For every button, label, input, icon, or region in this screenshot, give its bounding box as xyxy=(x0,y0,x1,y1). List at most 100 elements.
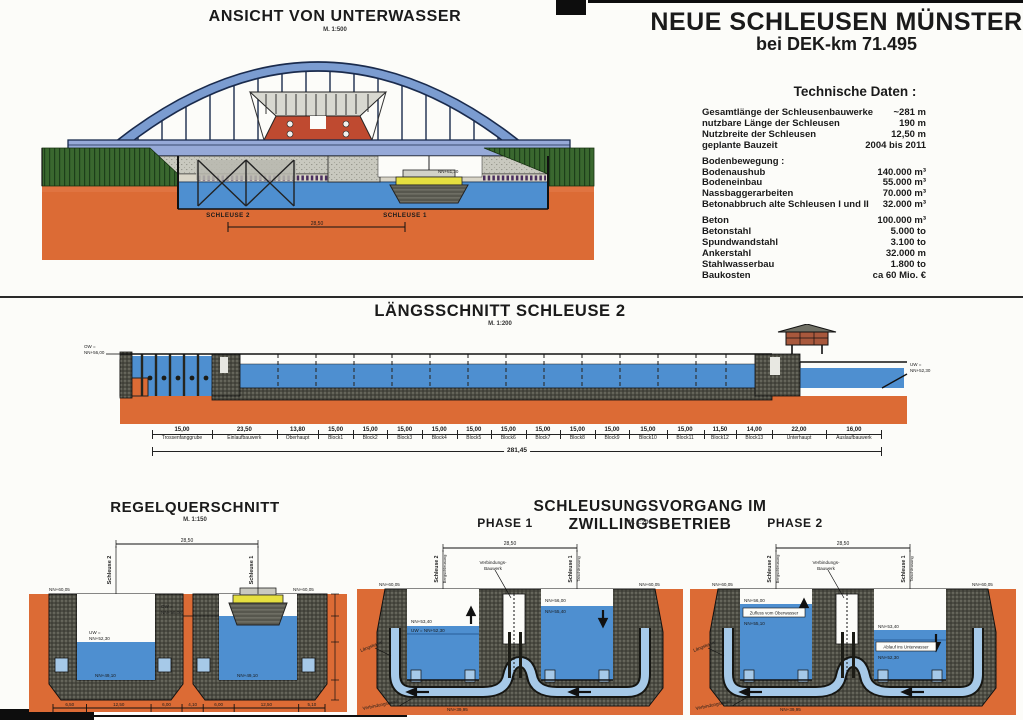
tech-label: Gesamtlänge der Schleusenbauwerke xyxy=(702,107,874,118)
elevation-labels: OW = NN+56,00 UW = NN+52,30 xyxy=(84,344,931,373)
uw-value: NN+52,30 xyxy=(910,368,931,373)
centre-pier xyxy=(327,155,381,183)
dim-label: Block2 xyxy=(362,435,378,441)
dim-value: 11,50 xyxy=(703,427,737,435)
tech-value: 32.000 m xyxy=(885,247,926,259)
boxed-labels: Zufluss vom Oberwasser Ablauf ins Unterw… xyxy=(742,607,937,652)
dim-label: Block13 xyxy=(745,435,764,441)
wall-right: NN+60,05 xyxy=(639,582,660,587)
tech-row: Gesamtlänge der Schleusenbauwerke~281 m xyxy=(702,107,926,119)
dim-value: 16,00 xyxy=(825,427,883,435)
inlet-structure xyxy=(119,351,209,399)
tech-label: Ankerstahl xyxy=(702,247,752,259)
label-schleuse-1: SCHLEUSE 1 xyxy=(383,212,427,219)
verbindung-label-2: Bauwerk xyxy=(817,566,836,571)
lvl-right-a: NN+53,40 xyxy=(878,624,899,629)
centrelines xyxy=(115,540,339,701)
label-schleuse-2: Schleuse 2 xyxy=(767,555,773,582)
connection-shaft xyxy=(494,569,526,680)
ansicht-elev-label: NN+61,30 xyxy=(438,169,459,174)
dim-value: 15,00 xyxy=(525,427,561,435)
label-schleuse-1-sub: Talschleusung xyxy=(576,556,581,581)
tech-value: 55.000 m³ xyxy=(882,177,926,189)
tech-value: 100.000 m³ xyxy=(877,215,926,227)
floor-elev: NN+39,95 xyxy=(780,707,801,712)
chamber1-water xyxy=(219,616,297,680)
laengsschnitt-scale: M. 1:200 xyxy=(488,321,512,327)
phase2-drawing: 28,50 Schleuse 2 Bergschleusung Schleuse… xyxy=(690,541,1016,715)
dim-value: 15,00 xyxy=(491,427,526,435)
longitudinal-culverts xyxy=(54,657,316,673)
tech-label: Nassbaggerarbeiten xyxy=(702,188,794,200)
ablauf-box: Ablauf ins Unterwasser xyxy=(883,645,929,650)
wall-left: NN+60,05 xyxy=(712,582,733,587)
connection-shaft xyxy=(827,569,859,680)
centrelines xyxy=(442,544,578,589)
tech-label: Baukosten xyxy=(702,269,751,281)
elevation-labels: NN+60,05 NN+60,05 OW = NN+56,00 UW = NN+… xyxy=(49,587,314,678)
scan-artifact-bottom-bar xyxy=(0,709,94,720)
tech-row: Bodenbewegung : xyxy=(702,156,926,168)
dim-label: Block10 xyxy=(639,435,657,441)
dim-value: 15,00 xyxy=(629,427,667,435)
verbindung-label-1: Verbindungs- xyxy=(479,560,507,565)
bottom-dim-value: 12,50 xyxy=(261,702,273,707)
label-schleuse-2: Schleuse 2 xyxy=(107,556,113,585)
lvl-left-b: UW = NN+52,30 xyxy=(411,628,445,633)
elev-wall-left: NN+60,05 xyxy=(49,587,70,592)
tech-label: nutzbare Länge der Schleusen xyxy=(702,117,840,129)
chamber-edges xyxy=(41,148,549,210)
ansicht-drawing: NN+61,30 SCHLEUSE 2 SCHLEUSE 1 28,50 xyxy=(41,61,595,260)
wall-right: NN+60,05 xyxy=(972,582,993,587)
elev-wall-right: NN+60,05 xyxy=(293,587,314,592)
dim-value: 15,00 xyxy=(318,427,353,435)
section-divider xyxy=(0,296,1023,298)
block-joints xyxy=(277,354,727,388)
uw-label: UW = xyxy=(910,362,922,367)
centrelines xyxy=(775,544,911,589)
dim-label: Block9 xyxy=(604,435,620,441)
tech-value: 1.800 to xyxy=(890,258,926,270)
lvl-left-b: NN+55,10 xyxy=(744,621,765,626)
vorgang-title: SCHLEUSUNGSVORGANG IM ZWILLINGSBETRIEB xyxy=(533,498,767,533)
querschnitt-scale: M. 1:150 xyxy=(183,517,207,523)
culvert-ports xyxy=(743,669,943,683)
tech-label: Bodeneinbau xyxy=(702,177,763,189)
control-tower xyxy=(777,324,837,354)
ansicht-scale: M. 1:500 xyxy=(323,27,347,33)
dim-label: Oberhaupt xyxy=(285,435,310,441)
tech-row: Ankerstahl 32.000 m xyxy=(702,247,926,260)
chamber-upper-band xyxy=(239,353,756,365)
lvl-right-b: NN+52,30 xyxy=(878,655,899,660)
falsework-bracing xyxy=(196,159,296,207)
tech-value: ca 60 Mio. € xyxy=(872,269,926,281)
label-schleuse-2-sub: Bergschleusung xyxy=(442,555,447,584)
querschnitt-title: REGELQUERSCHNITT xyxy=(110,499,280,516)
uw-label: UW = xyxy=(89,630,101,635)
dim-value: 15,00 xyxy=(387,427,422,435)
tech-label: Betonabbruch alte Schleusen I und II xyxy=(702,199,869,211)
label-schleuse-1: Schleuse 1 xyxy=(568,555,574,582)
dim-value: 15,00 xyxy=(456,427,492,435)
tech-value: 3.100 to xyxy=(890,236,926,248)
dim-label: Auslaufbauwerk xyxy=(836,435,872,441)
tech-label: Bodenaushub xyxy=(702,166,766,178)
